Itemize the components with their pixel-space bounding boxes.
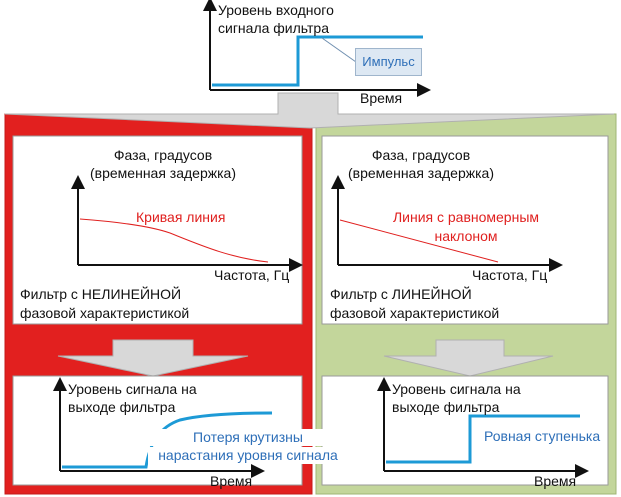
right-phase-xlabel: Частота, Гц xyxy=(472,267,548,283)
right-middle-arrow xyxy=(383,339,554,377)
left-output-xlabel: Время xyxy=(210,473,253,489)
right-phase-ylabel-line1: Фаза, градусов xyxy=(371,147,471,163)
right-output-box xyxy=(321,375,609,486)
left-output-ylabel-line1: Уровень сигнала на xyxy=(68,381,197,397)
left-output-ylabel-line2: выходе фильтра xyxy=(68,399,176,415)
top-down-arrow xyxy=(4,92,615,129)
left-phase-ylabel-line1: Фаза, градусов xyxy=(113,147,213,163)
right-output-note: Ровная ступенька xyxy=(484,428,601,444)
right-phase-caption-line2: фазовой характеристикой xyxy=(330,305,500,321)
left-phase-caption-line1: Фильтр с НЕЛИНЕЙНОЙ xyxy=(20,286,182,302)
left-phase-caption-line2: фазовой характеристикой xyxy=(20,305,190,321)
right-output-ylabel-line2: выходе фильтра xyxy=(392,399,500,415)
top-ylabel-line2: сигнала фильтра xyxy=(218,20,329,36)
right-phase-curve-label-line2: наклоном xyxy=(434,228,498,244)
right-phase-curve-label-line1: Линия с равномерным xyxy=(392,209,540,225)
right-phase-box xyxy=(321,135,609,325)
right-output-xlabel: Время xyxy=(534,473,577,489)
impulse-callout: Импульс xyxy=(355,48,422,76)
left-phase-ylabel-line2: (временная задержка) xyxy=(90,165,236,181)
left-middle-arrow xyxy=(57,339,249,377)
right-output-ylabel-line1: Уровень сигнала на xyxy=(392,381,521,397)
right-phase-caption-line1: Фильтр с ЛИНЕЙНОЙ xyxy=(330,286,472,302)
left-phase-xlabel: Частота, Гц xyxy=(214,267,290,283)
top-xlabel: Время xyxy=(360,90,403,106)
left-output-note-line1: Потеря крутизны xyxy=(148,429,348,446)
top-ylabel-line1: Уровень входного xyxy=(218,2,334,18)
impulse-callout-leader xyxy=(321,37,357,63)
left-phase-curve xyxy=(79,218,269,263)
impulse-step-signal xyxy=(212,35,423,87)
right-phase-line xyxy=(339,219,499,263)
left-phase-box xyxy=(12,135,303,325)
right-phase-ylabel-line2: (временная задержка) xyxy=(348,165,494,181)
right-output-signal xyxy=(386,414,580,464)
left-phase-curve-label: Кривая линия xyxy=(136,209,226,225)
left-output-note-line2: нарастания уровня сигнала xyxy=(148,447,348,464)
